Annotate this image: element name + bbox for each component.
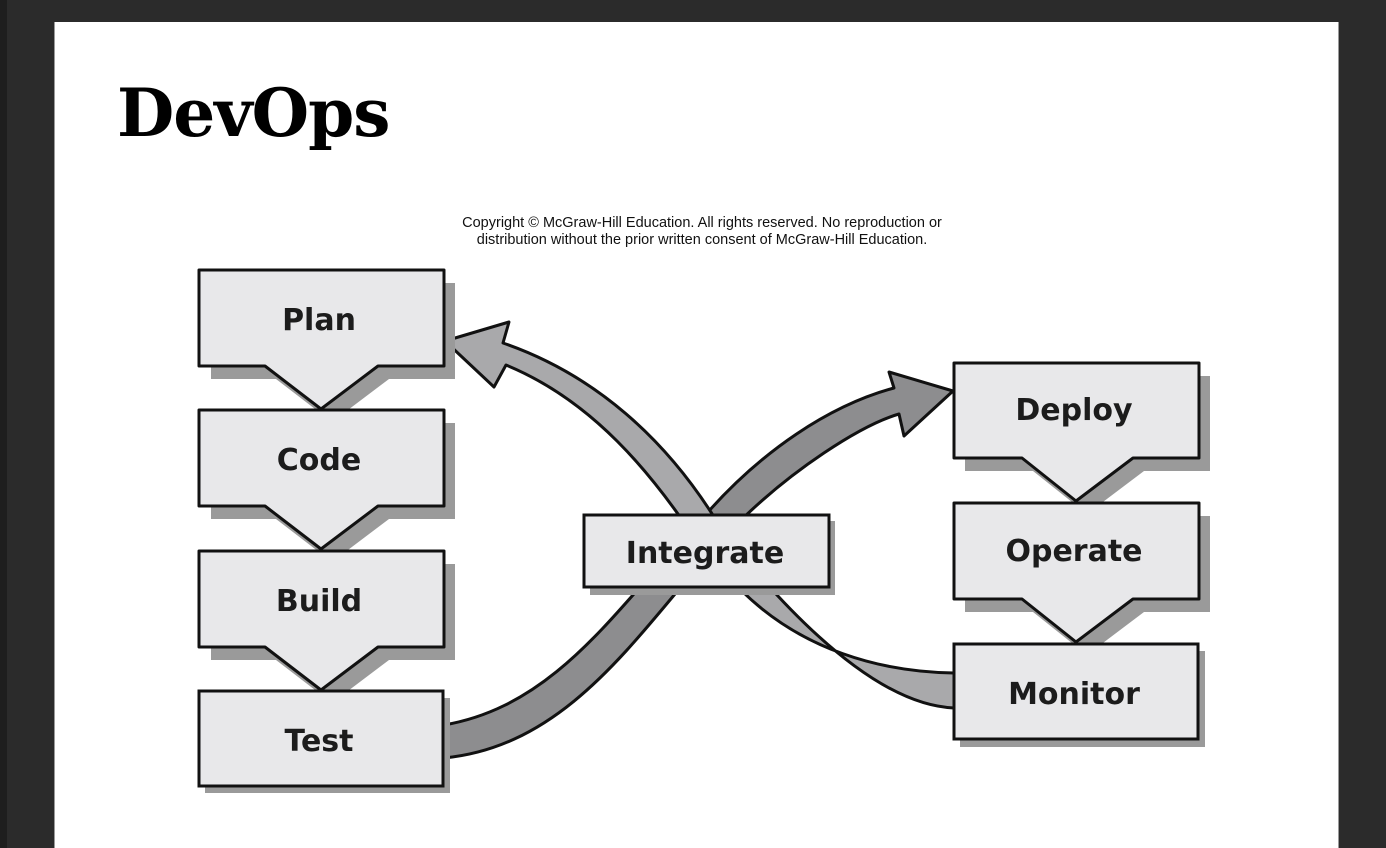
slide: DevOps Copyright © McGraw-Hill Education…	[54, 22, 1339, 848]
stage-label-integrate: Integrate	[626, 536, 784, 571]
window-edge	[0, 0, 7, 848]
copyright-line-2: distribution without the prior written c…	[476, 232, 928, 248]
copyright-line-1: Copyright © McGraw-Hill Education. All r…	[462, 215, 942, 231]
copyright-notice: Copyright © McGraw-Hill Education. All r…	[455, 215, 949, 249]
stage-label-code: Code	[277, 443, 361, 478]
stage-code: Code	[197, 408, 455, 562]
stage-label-deploy: Deploy	[1015, 393, 1133, 428]
devops-diagram: Plan Code Build Test Integrate Deploy	[197, 268, 1210, 793]
stage-test: Test	[197, 689, 450, 793]
stage-label-test: Test	[284, 724, 353, 759]
slide-title: DevOps	[117, 74, 390, 152]
stage-deploy: Deploy	[952, 361, 1210, 514]
stage-plan: Plan	[197, 268, 455, 422]
stage-integrate: Integrate	[582, 513, 835, 595]
stage-label-build: Build	[276, 584, 362, 619]
stage-label-operate: Operate	[1005, 534, 1142, 569]
stage-operate: Operate	[952, 501, 1210, 655]
stage-label-plan: Plan	[282, 303, 356, 338]
stage-label-monitor: Monitor	[1008, 677, 1140, 712]
stage-build: Build	[197, 549, 455, 703]
stage-monitor: Monitor	[952, 642, 1205, 747]
